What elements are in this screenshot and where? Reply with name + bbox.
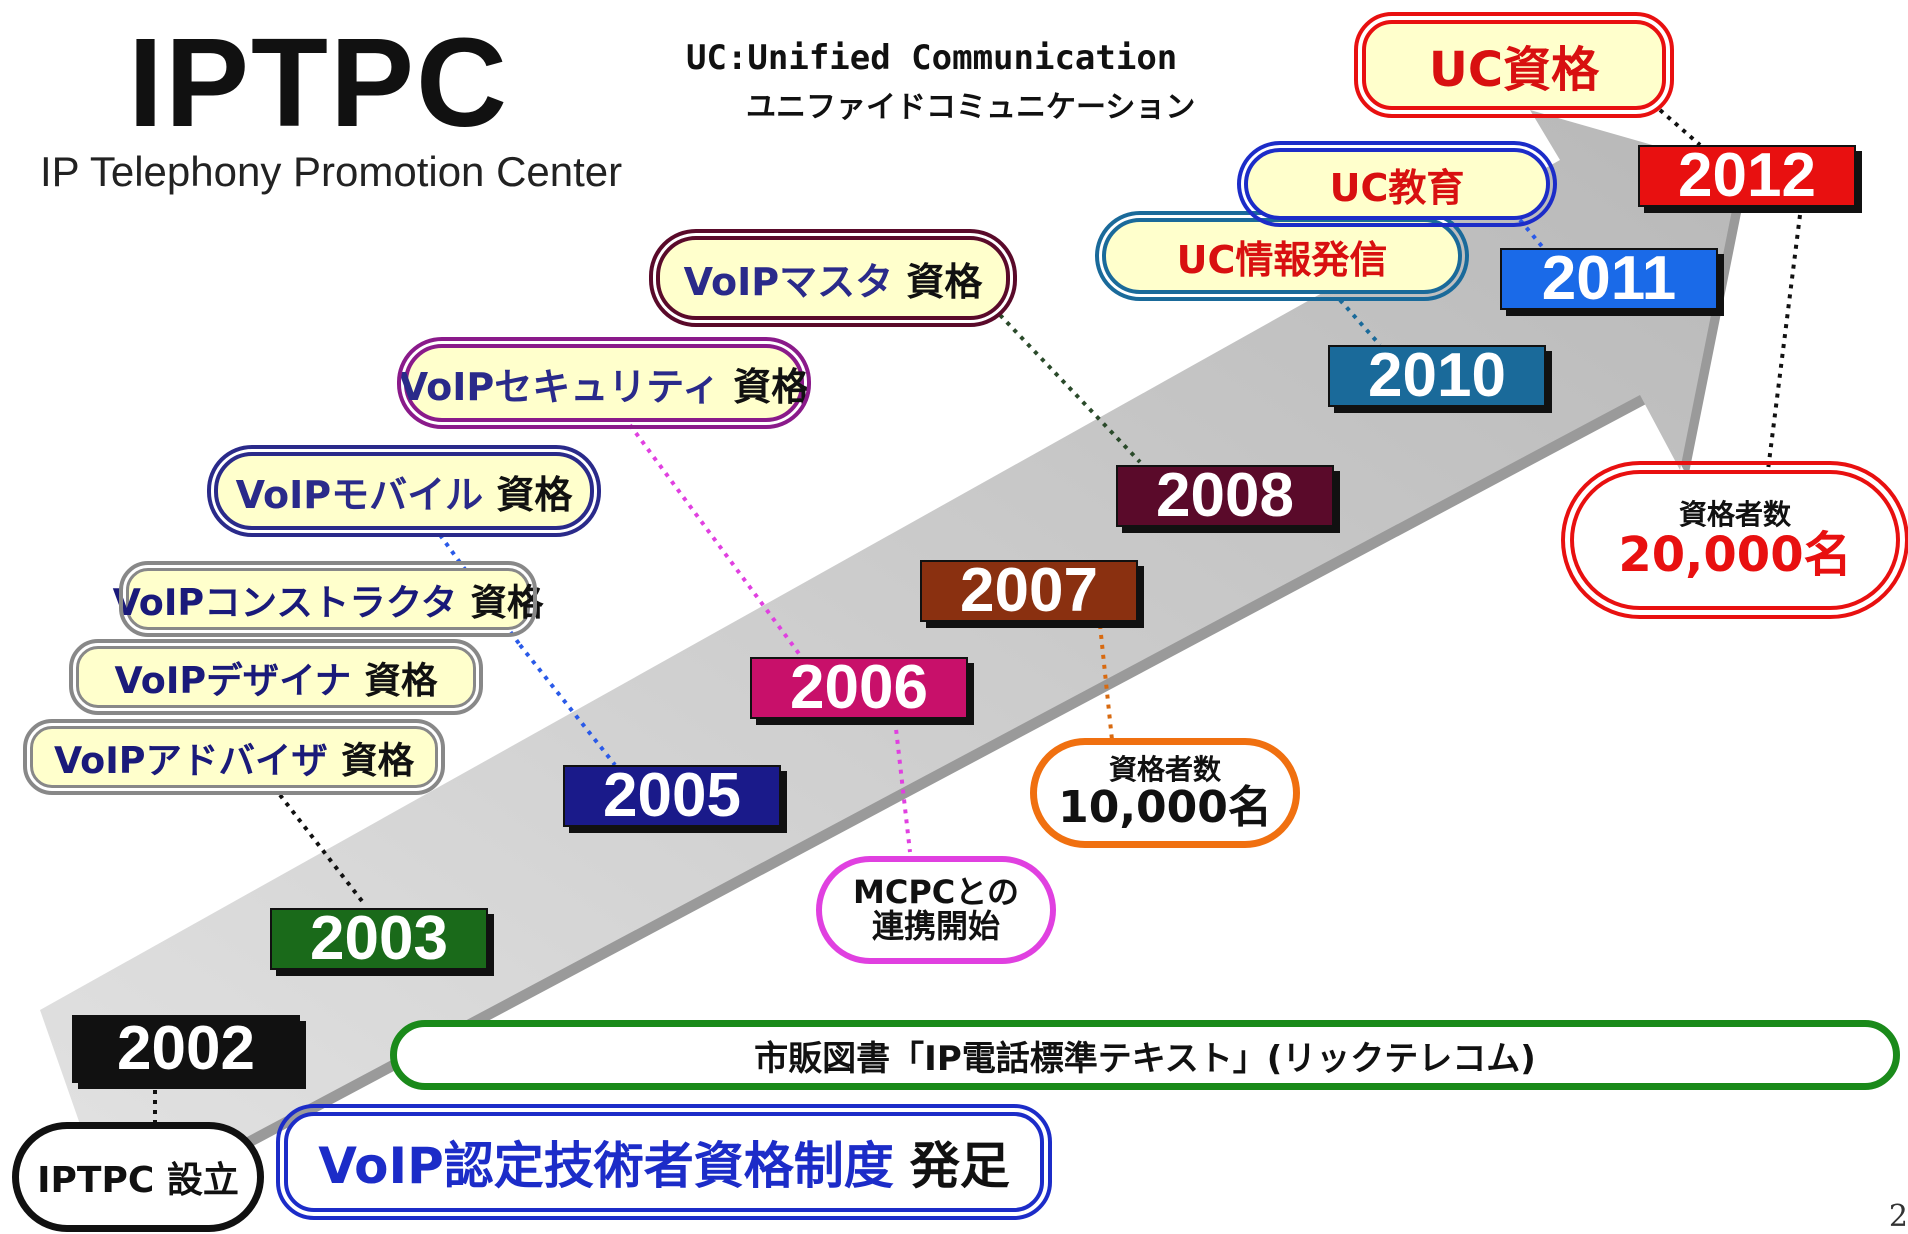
logo-subtitle: IP Telephony Promotion Center bbox=[40, 148, 623, 195]
year-2010: 2010 bbox=[1328, 345, 1546, 407]
program-title: VoIP認定技術者資格制度 bbox=[318, 1137, 894, 1195]
page-number: 2 bbox=[1888, 1199, 1908, 1234]
cert-constructor-name: VoIPコンストラクタ bbox=[112, 580, 458, 624]
holders-10k-value: 10,000名 bbox=[1058, 781, 1272, 833]
cert-designer-suffix: 資格 bbox=[364, 658, 438, 702]
cert-advisor-name: VoIPアドバイザ bbox=[53, 738, 328, 782]
mcpc-note-line2: 連携開始 bbox=[871, 907, 1000, 945]
year-2003: 2003 bbox=[270, 908, 488, 970]
cert-designer-name: VoIPデザイナ bbox=[114, 658, 352, 702]
cert-advisor-suffix: 資格 bbox=[341, 738, 415, 782]
cert-mobile-name: VoIPモバイル bbox=[235, 472, 484, 517]
cert-constructor: VoIPコンストラクタ 資格 bbox=[113, 561, 543, 637]
year-2008: 2008 bbox=[1116, 465, 1334, 527]
cert-security: VoIPセキュリティ 資格 bbox=[397, 337, 811, 429]
uc-info-pill: UC情報発信 bbox=[1095, 211, 1469, 301]
logo-mark: IPTPC bbox=[128, 12, 510, 153]
holders-10k-label: 資格者数 bbox=[1108, 753, 1221, 787]
cert-master: VoIPマスタ 資格 bbox=[649, 229, 1017, 327]
uc-definition-katakana: ユニファイドコミュニケーション bbox=[746, 90, 1196, 125]
year-2006: 2006 bbox=[750, 657, 968, 719]
cert-security-suffix: 資格 bbox=[733, 364, 810, 409]
cert-security-name: VoIPセキュリティ bbox=[398, 364, 720, 409]
program-bar: VoIP認定技術者資格制度 発足 bbox=[276, 1104, 1052, 1220]
year-2007: 2007 bbox=[920, 560, 1138, 622]
year-2005: 2005 bbox=[563, 765, 781, 827]
year-2011: 2011 bbox=[1500, 248, 1718, 310]
uc-education-pill: UC教育 bbox=[1237, 141, 1557, 227]
cert-master-name: VoIPマスタ bbox=[683, 259, 894, 304]
cert-constructor-suffix: 資格 bbox=[470, 580, 544, 624]
holders-20k-note: 資格者数 20,000名 bbox=[1561, 461, 1908, 619]
mcpc-note-line1: MCPCとの bbox=[853, 873, 1019, 912]
book-bar: 市販図書「IP電話標準テキスト」(リックテレコム) bbox=[390, 1020, 1900, 1090]
cert-advisor: VoIPアドバイザ 資格 bbox=[23, 719, 445, 795]
cert-mobile: VoIPモバイル 資格 bbox=[207, 445, 601, 537]
holders-20k-value: 20,000名 bbox=[1618, 526, 1852, 583]
uc-definition: UC:Unified Communication bbox=[686, 38, 1178, 78]
year-2012: 2012 bbox=[1638, 145, 1856, 207]
cert-mobile-suffix: 資格 bbox=[496, 472, 573, 517]
holders-20k-label: 資格者数 bbox=[1678, 498, 1791, 532]
holders-10k-note: 資格者数 10,000名 bbox=[1030, 738, 1300, 848]
uc-cert-pill: UC資格 bbox=[1354, 12, 1674, 118]
year-2002: 2002 bbox=[72, 1015, 300, 1083]
cert-designer: VoIPデザイナ 資格 bbox=[69, 639, 483, 715]
established-note: IPTPC 設立 bbox=[12, 1122, 264, 1232]
cert-master-suffix: 資格 bbox=[906, 259, 983, 304]
program-tail: 発足 bbox=[909, 1137, 1010, 1195]
mcpc-note: MCPCとの 連携開始 bbox=[816, 856, 1056, 964]
